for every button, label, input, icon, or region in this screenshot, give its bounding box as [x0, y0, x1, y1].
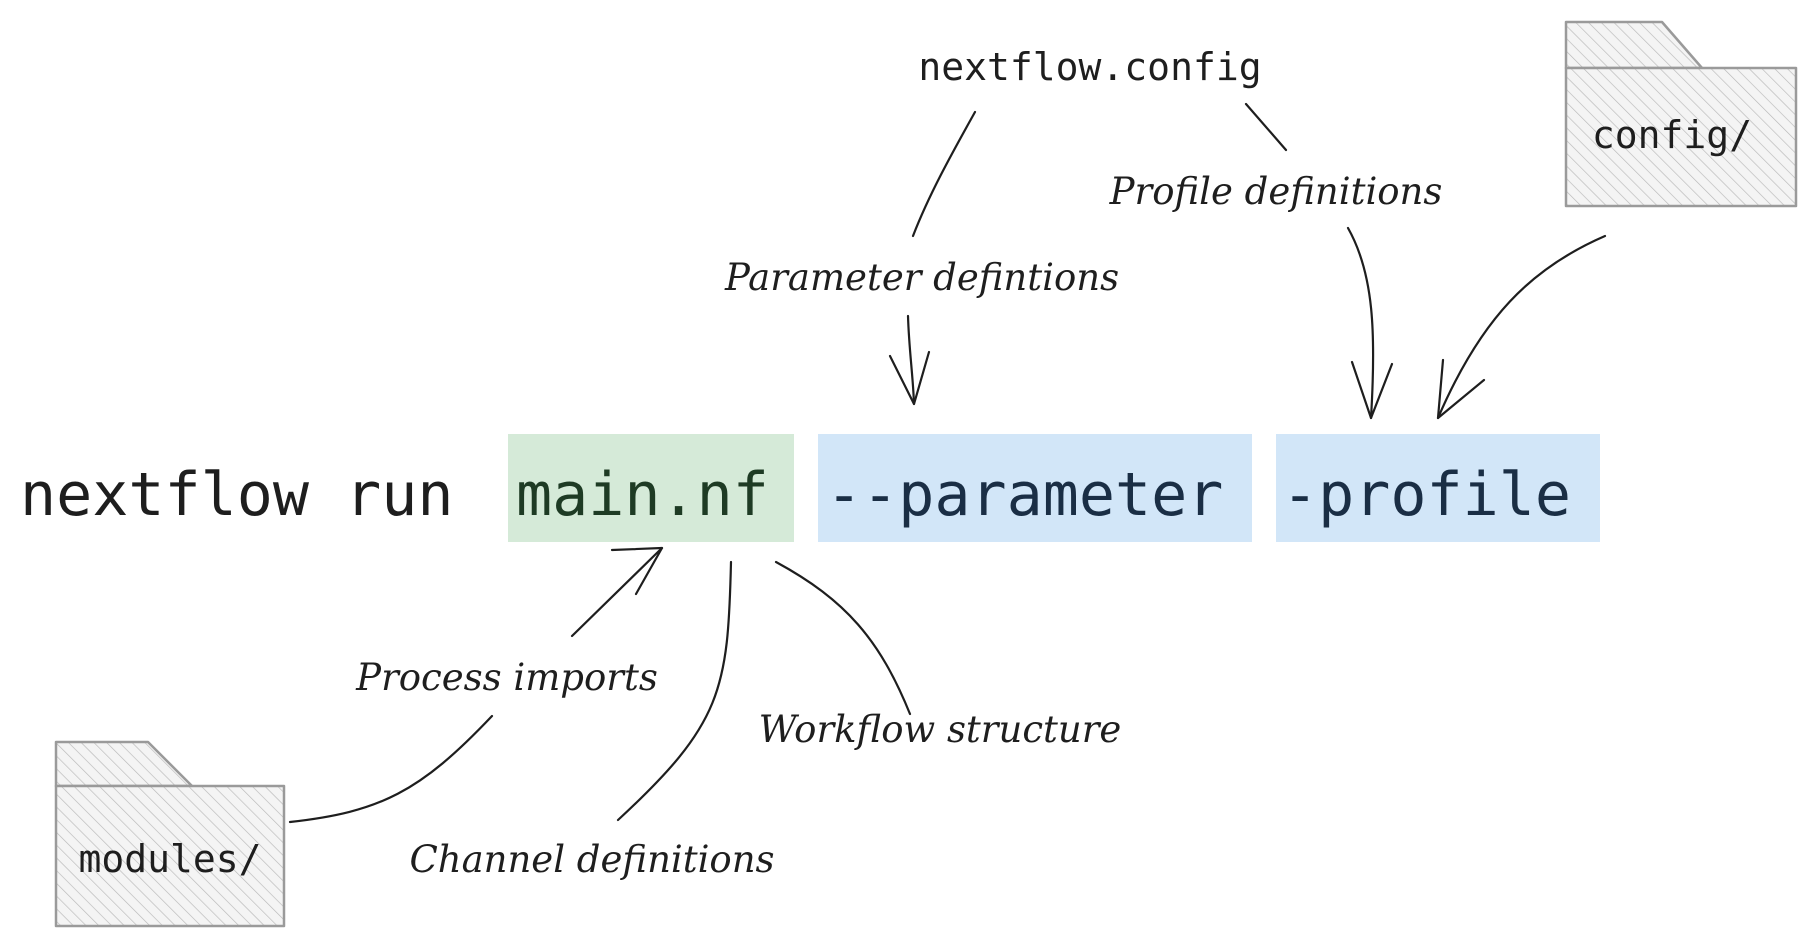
config-dir-arrow [1436, 234, 1607, 420]
profile-definitions-arrow [1346, 226, 1394, 420]
modules-to-imports-line [288, 714, 494, 824]
config-to-profile-line [1244, 102, 1288, 152]
main-nf-highlight [508, 434, 794, 542]
parameter-definitions-label: Parameter defintions [724, 256, 1119, 299]
config-folder-icon [1564, 20, 1798, 208]
command-script: main.nf [516, 460, 769, 530]
profile-highlight [1276, 434, 1600, 542]
process-imports-arrow [570, 546, 664, 638]
process-imports-label: Process imports [355, 656, 658, 699]
command-prefix: nextflow run [20, 460, 453, 530]
workflow-structure-label: Workflow structure [759, 708, 1122, 751]
modules-folder-icon [54, 740, 286, 928]
parameter-arrow [888, 314, 931, 406]
channel-definitions-label: Channel definitions [409, 838, 774, 881]
channel-definitions-line [616, 560, 733, 822]
config-dir-label: config/ [1592, 113, 1752, 157]
command-parameter: --parameter [826, 460, 1223, 530]
config-file-label: nextflow.config [918, 45, 1261, 89]
parameter-highlight [818, 434, 1252, 542]
command-profile: -profile [1282, 460, 1571, 530]
profile-definitions-label: Profile definitions [1109, 170, 1443, 213]
workflow-structure-line [774, 560, 912, 716]
modules-dir-label: modules/ [78, 837, 261, 881]
config-to-parameter-line [911, 110, 977, 238]
